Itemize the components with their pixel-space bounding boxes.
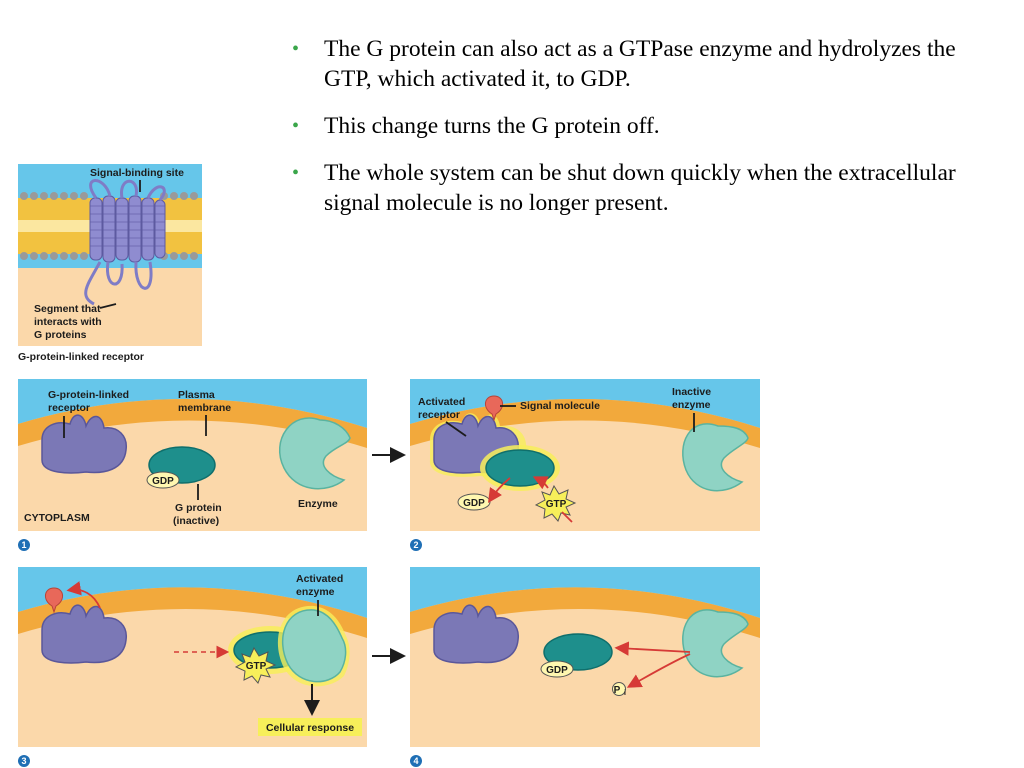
bullet-dot-icon: • [292,38,300,60]
activated-receptor-label-line2: receptor [418,409,460,421]
receptor-shape [41,604,127,664]
receptor-figure-caption: G-protein-linked receptor [18,351,144,363]
gdp-label: GDP [152,476,174,487]
bullet-item: • The G protein can also act as a GTPase … [292,34,992,94]
bullet-text: This change turns the G protein off. [324,113,660,139]
released-signal-icon [45,587,63,614]
segment-label-line1: Segment that [34,303,101,315]
activated-receptor-label-line1: Activated [418,396,465,408]
panel-3: GTP Activated enzyme Cellular response 3 [18,567,367,767]
bullet-dot-icon: • [292,162,300,184]
enzyme-label: Enzyme [298,498,338,510]
g-protein-shape [485,449,555,487]
bullet-item: • The whole system can be shut down quick… [292,158,992,218]
bullet-dot-icon: • [292,115,300,137]
activated-enzyme-label-line2: enzyme [296,586,335,598]
g-protein-label-line1: G protein [175,502,222,514]
receptor-shape [433,604,519,664]
gtp-label: GTP [546,499,567,510]
panel-4: GDP P i 4 [410,567,760,767]
cytoplasm-label: CYTOPLASM [24,512,90,524]
inactive-enzyme-label-line1: Inactive [672,386,711,398]
inactive-enzyme-label-line2: enzyme [672,399,711,411]
bullet-list: • The G protein can also act as a GTPase … [292,34,992,235]
segment-label-line2: interacts with [34,316,102,328]
bullet-text: The whole system can be shut down quickl… [324,160,956,216]
inactive-enzyme-shape [682,423,749,492]
gtp-label: GTP [246,661,267,672]
step-3-badge: 3 [21,756,26,766]
signal-molecule-label: Signal molecule [520,400,600,412]
gdp-label: GDP [546,665,568,676]
panel-2: Activated receptor Signal molecule Inact… [410,379,760,551]
inactive-enzyme-shape [682,609,749,678]
enzyme-shape [278,417,351,490]
phosphate-icon [612,682,626,696]
receptor-structure-figure: Signal-binding site Segment that interac… [18,164,202,363]
phosphate-label: P [614,685,621,696]
step-4-badge: 4 [413,756,418,766]
step-2-badge: 2 [413,540,418,550]
activated-enzyme-label-line1: Activated [296,573,343,585]
activated-enzyme-shape [281,609,347,683]
bullet-text: The G protein can also act as a GTPase e… [324,36,956,92]
membrane-label-line2: membrane [178,402,231,414]
step-1-badge: 1 [21,540,26,550]
bullet-item: • This change turns the G protein off. [292,111,992,141]
cellular-response-label: Cellular response [266,722,354,734]
panel-1: G-protein-linked receptor Plasma membran… [18,379,367,551]
receptor-label-line2: receptor [48,402,90,414]
receptor-shape [41,414,127,474]
gtp-burst-icon [234,646,277,684]
gdp-label: GDP [463,498,485,509]
membrane-label-line1: Plasma [178,389,215,401]
g-protein-label-line2: (inactive) [173,515,219,527]
receptor-label-line1: G-protein-linked [48,389,129,401]
phosphate-subscript: i [624,690,626,697]
signal-binding-site-label: Signal-binding site [90,167,184,179]
signal-molecule-shape [485,395,503,422]
gtp-burst-icon [534,484,577,522]
segment-label-line3: G proteins [34,329,87,341]
